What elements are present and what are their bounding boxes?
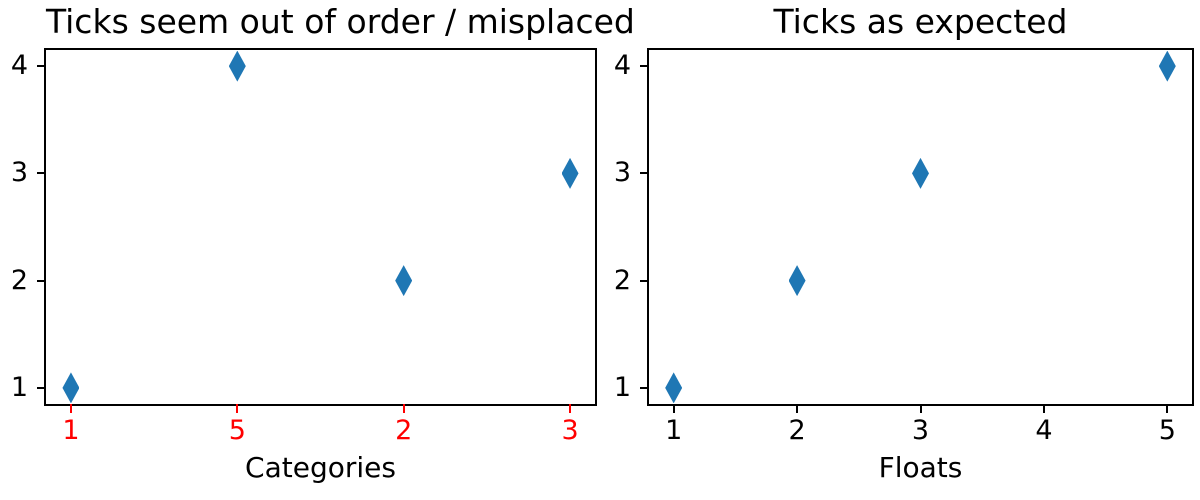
y-tick-label: 1 bbox=[10, 371, 28, 403]
y-tick-label: 1 bbox=[613, 371, 631, 403]
y-tick-mark bbox=[640, 386, 649, 389]
x-tick-mark bbox=[1042, 404, 1045, 413]
y-tick-label: 2 bbox=[613, 264, 631, 296]
y-tick-mark bbox=[37, 65, 46, 68]
x-tick-mark bbox=[672, 404, 675, 413]
data-point-diamond-icon bbox=[62, 372, 80, 404]
x-tick-mark bbox=[402, 404, 405, 413]
subplot-left-xlabel: Categories bbox=[245, 451, 396, 484]
y-tick-mark bbox=[37, 279, 46, 282]
data-point-diamond-icon bbox=[788, 265, 806, 297]
data-point-diamond-icon bbox=[912, 157, 929, 189]
x-tick-label: 4 bbox=[1035, 415, 1053, 446]
subplot-right-xlabel: Floats bbox=[878, 451, 963, 484]
x-tick-mark bbox=[919, 404, 922, 413]
y-tick-label: 4 bbox=[613, 50, 631, 82]
x-tick-label: 3 bbox=[911, 415, 930, 446]
y-tick-label: 3 bbox=[10, 157, 28, 189]
axes-frame bbox=[647, 48, 1194, 406]
x-tick-label: 2 bbox=[395, 415, 413, 446]
x-tick-mark bbox=[236, 404, 239, 413]
subplot-left-axes: 1 5 2 3 1 2 3 4 bbox=[11, 48, 597, 446]
y-tick-mark bbox=[37, 172, 46, 175]
data-point-diamond-icon bbox=[395, 265, 413, 297]
axes-frame bbox=[44, 48, 597, 406]
x-tick-label: 5 bbox=[1158, 415, 1176, 446]
x-tick-mark bbox=[1166, 404, 1169, 413]
data-point-diamond-icon bbox=[228, 50, 246, 82]
x-tick-label: 1 bbox=[665, 415, 683, 446]
x-tick-mark bbox=[796, 404, 799, 413]
data-point-diamond-icon bbox=[665, 372, 683, 404]
y-tick-mark bbox=[640, 172, 649, 175]
y-tick-mark bbox=[640, 65, 649, 68]
data-point-diamond-icon bbox=[561, 157, 579, 189]
y-tick-label: 2 bbox=[10, 264, 28, 296]
x-tick-label: 5 bbox=[228, 415, 246, 446]
subplot-right-axes: 1 2 3 4 5 1 2 3 4 bbox=[614, 48, 1194, 446]
data-point-diamond-icon bbox=[1158, 50, 1176, 82]
x-tick-mark bbox=[69, 404, 72, 413]
x-tick-label: 1 bbox=[62, 415, 80, 446]
y-tick-label: 3 bbox=[613, 157, 631, 189]
subplot-right-title: Ticks as expected bbox=[773, 2, 1068, 41]
y-tick-label: 4 bbox=[10, 50, 28, 82]
subplot-left-title: Ticks seem out of order / misplaced bbox=[46, 2, 635, 41]
x-tick-label: 2 bbox=[788, 415, 806, 446]
y-tick-mark bbox=[37, 386, 46, 389]
y-tick-mark bbox=[640, 279, 649, 282]
x-tick-mark bbox=[569, 404, 572, 413]
x-tick-label: 3 bbox=[561, 415, 579, 446]
